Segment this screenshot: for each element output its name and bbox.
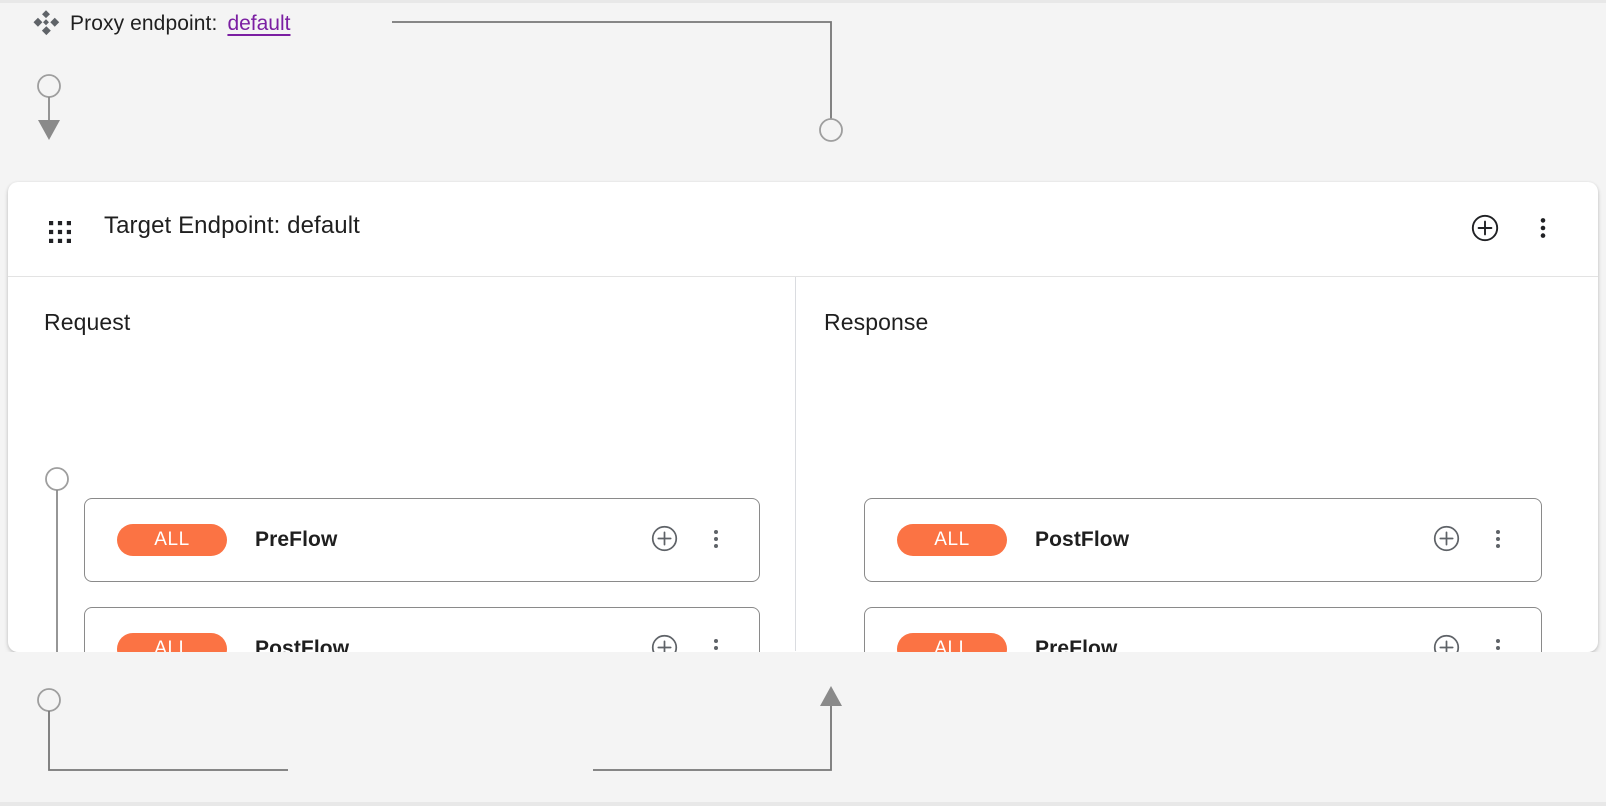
proxy-endpoint-link[interactable]: default bbox=[227, 12, 291, 35]
proxy-endpoint-label: Proxy endpoint: bbox=[70, 12, 218, 35]
flow-actions bbox=[1429, 632, 1515, 652]
flow-name: PreFlow bbox=[1035, 637, 1118, 652]
flow-menu-button[interactable] bbox=[1481, 632, 1515, 652]
column-divider bbox=[795, 277, 796, 651]
flow-actions bbox=[647, 632, 733, 652]
status-badge: ALL bbox=[897, 633, 1007, 652]
page-title: Target Endpoint: default bbox=[104, 212, 360, 239]
request-column: Request ALL PreFlow bbox=[8, 277, 795, 652]
flow-actions bbox=[647, 523, 733, 557]
add-step-button[interactable] bbox=[647, 523, 681, 557]
more-vert-icon bbox=[1531, 216, 1555, 243]
backend-area: Backend service bbox=[0, 652, 1606, 806]
plus-circle-icon bbox=[1471, 214, 1499, 245]
header-actions bbox=[1468, 182, 1598, 277]
plus-circle-icon bbox=[651, 634, 678, 652]
status-badge: ALL bbox=[897, 524, 1007, 556]
add-endpoint-button[interactable] bbox=[1468, 213, 1502, 247]
endpoint-menu-button[interactable] bbox=[1526, 213, 1560, 247]
more-vert-icon bbox=[1487, 637, 1509, 653]
flow-actions bbox=[1429, 523, 1515, 557]
apigee-diamond-icon bbox=[32, 10, 60, 38]
add-step-button[interactable] bbox=[1429, 632, 1463, 652]
flow-card[interactable]: ALL PostFlow bbox=[84, 607, 760, 652]
add-step-button[interactable] bbox=[1429, 523, 1463, 557]
response-column: Response ALL PostFlow bbox=[796, 277, 1598, 652]
target-endpoint-header: Target Endpoint: default bbox=[8, 182, 1598, 277]
more-vert-icon bbox=[705, 528, 727, 553]
flow-card[interactable]: ALL PostFlow bbox=[864, 498, 1542, 582]
add-step-button[interactable] bbox=[647, 632, 681, 652]
bottom-divider bbox=[0, 802, 1606, 806]
target-endpoint-card: Target Endpoint: default bbox=[8, 182, 1598, 652]
more-vert-icon bbox=[705, 637, 727, 653]
more-vert-icon bbox=[1487, 528, 1509, 553]
top-divider bbox=[0, 0, 1606, 3]
flow-card[interactable]: ALL PreFlow bbox=[84, 498, 760, 582]
grid-dots-icon bbox=[48, 220, 72, 244]
plus-circle-icon bbox=[1433, 634, 1460, 652]
flow-menu-button[interactable] bbox=[1481, 523, 1515, 557]
status-badge: ALL bbox=[117, 633, 227, 652]
plus-circle-icon bbox=[1433, 525, 1460, 555]
flow-menu-button[interactable] bbox=[699, 632, 733, 652]
proxy-endpoint-row: Proxy endpoint: default bbox=[32, 6, 291, 42]
top-strip: Proxy endpoint: default bbox=[0, 0, 1606, 182]
request-flow-rail bbox=[38, 467, 78, 652]
flow-card[interactable]: ALL PreFlow bbox=[864, 607, 1542, 652]
plus-circle-icon bbox=[651, 525, 678, 555]
flow-menu-button[interactable] bbox=[699, 523, 733, 557]
flow-columns: Request ALL PreFlow bbox=[8, 277, 1598, 652]
request-heading: Request bbox=[44, 309, 131, 335]
flow-name: PreFlow bbox=[255, 528, 338, 551]
flow-name: PostFlow bbox=[1035, 528, 1130, 551]
status-badge: ALL bbox=[117, 524, 227, 556]
flow-name: PostFlow bbox=[255, 637, 350, 652]
response-heading: Response bbox=[824, 309, 929, 335]
